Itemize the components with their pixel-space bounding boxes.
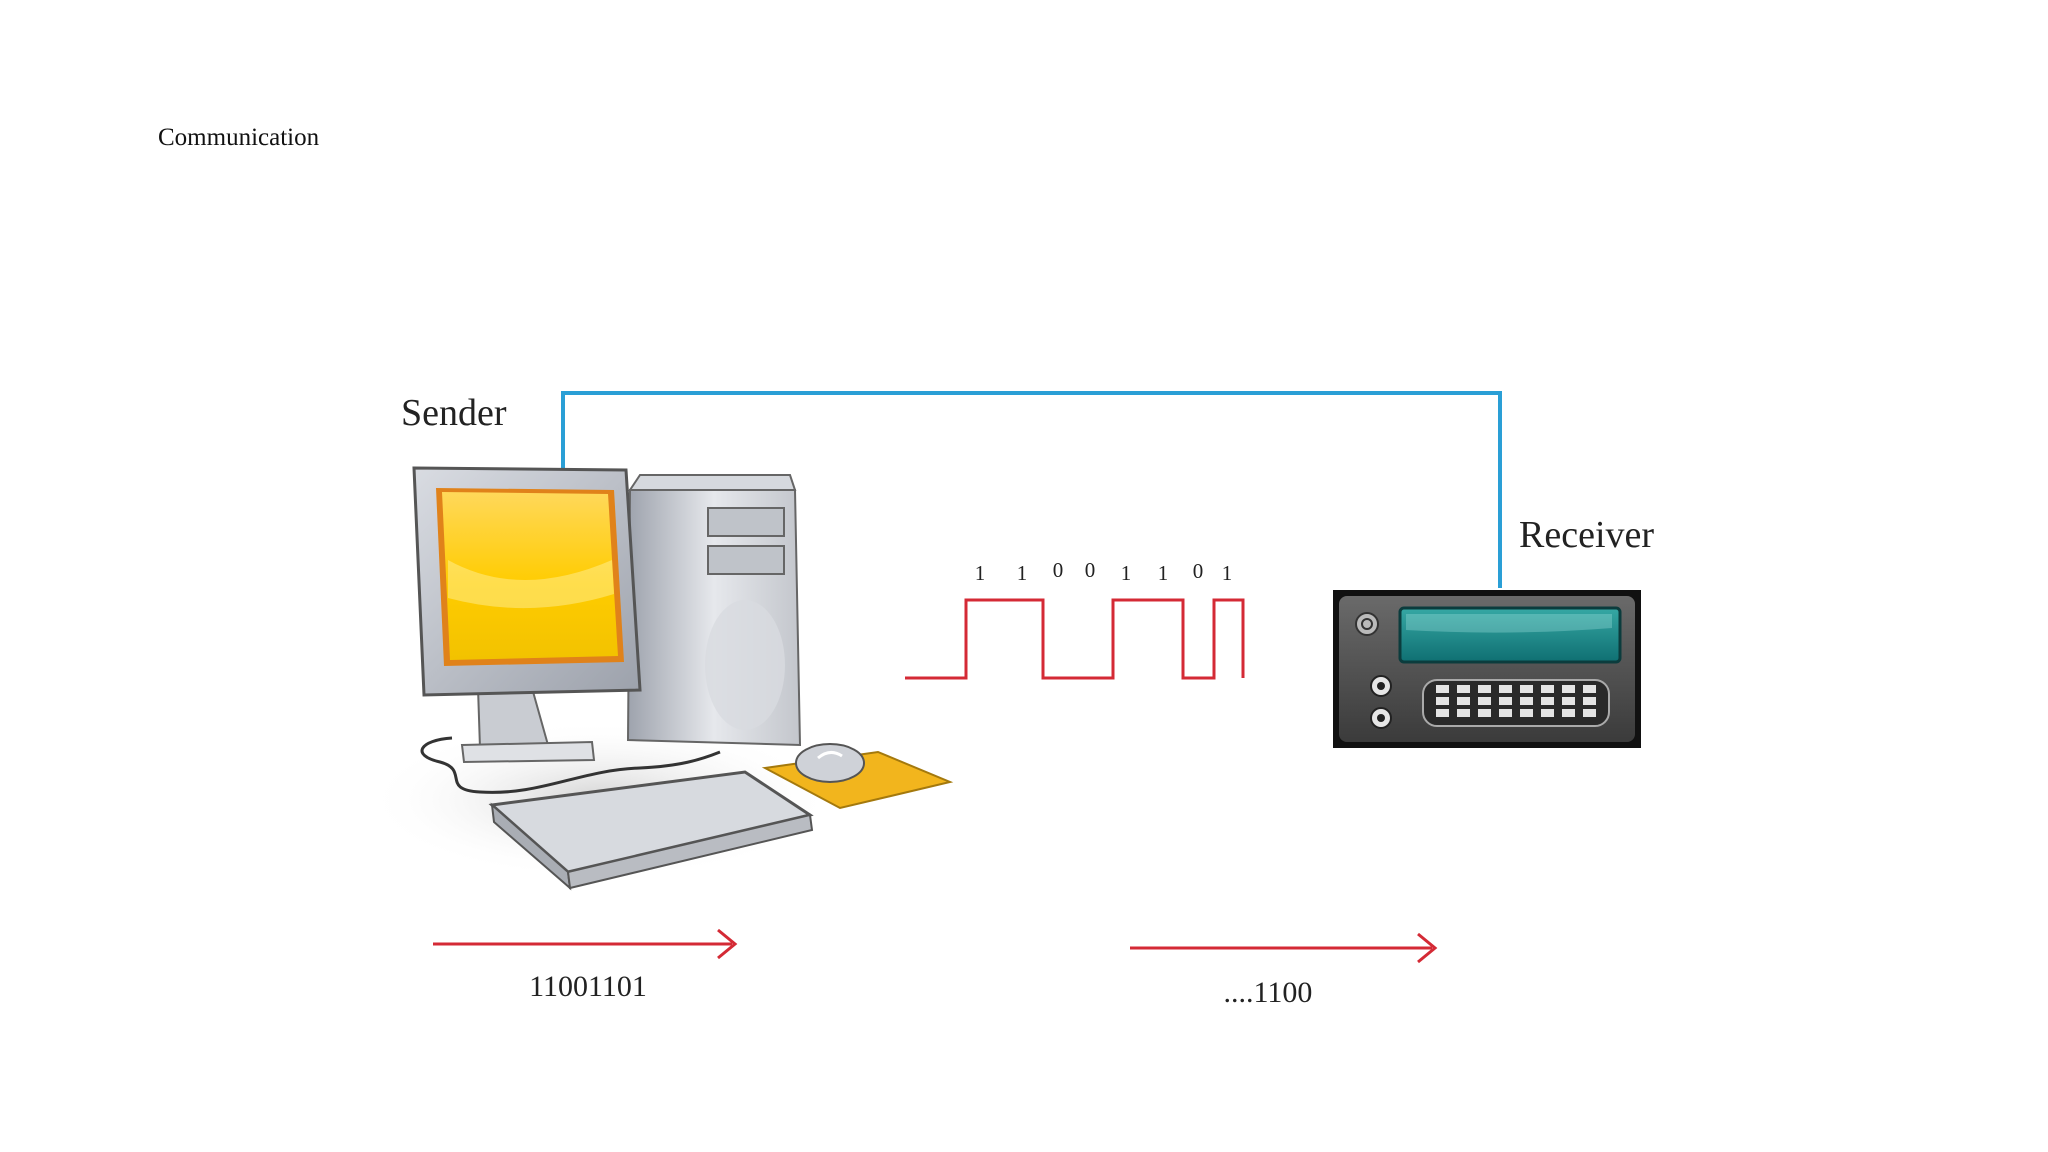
keypad-key (1478, 697, 1491, 705)
keypad-key (1499, 709, 1512, 717)
keypad-key (1457, 709, 1470, 717)
signal-bit: 1 (1121, 561, 1132, 585)
signal-bit: 0 (1085, 558, 1096, 582)
keypad-key (1436, 697, 1449, 705)
sent-arrow-icon (433, 928, 738, 960)
received-arrow-icon (1130, 932, 1438, 964)
keypad-key (1457, 697, 1470, 705)
digital-signal: 1 1 0 0 1 1 0 1 (905, 558, 1245, 680)
keypad-key (1520, 685, 1533, 693)
keypad-key (1541, 697, 1554, 705)
link-line (561, 391, 1502, 588)
keypad-key (1436, 709, 1449, 717)
keypad-key (1478, 709, 1491, 717)
desktop-computer-icon (365, 466, 954, 891)
keypad-key (1541, 685, 1554, 693)
keypad-key (1583, 709, 1596, 717)
sent-bits: 11001101 (529, 970, 647, 1003)
signal-bit: 0 (1053, 558, 1064, 582)
keypad-key (1583, 697, 1596, 705)
received-bits: ....1100 (1224, 976, 1313, 1009)
keypad-key (1583, 685, 1596, 693)
signal-bit: 1 (1017, 561, 1028, 585)
page-heading: Communication (158, 124, 320, 151)
signal-bit: 0 (1193, 559, 1204, 583)
keypad-key (1499, 685, 1512, 693)
keypad-key (1457, 685, 1470, 693)
receiver-device-icon (1333, 590, 1641, 748)
signal-bit: 1 (1222, 561, 1233, 585)
signal-bit: 1 (975, 561, 986, 585)
keypad-key (1520, 697, 1533, 705)
keypad-key (1562, 697, 1575, 705)
receiver-label: Receiver (1519, 514, 1654, 556)
signal-waveform (905, 598, 1245, 680)
keypad-key (1541, 709, 1554, 717)
keypad-key (1562, 685, 1575, 693)
keypad-key (1520, 709, 1533, 717)
keypad-key (1562, 709, 1575, 717)
keypad-key (1436, 685, 1449, 693)
keypad-key (1499, 697, 1512, 705)
sender-label: Sender (401, 392, 507, 434)
keypad-key (1478, 685, 1491, 693)
signal-bit: 1 (1158, 561, 1169, 585)
